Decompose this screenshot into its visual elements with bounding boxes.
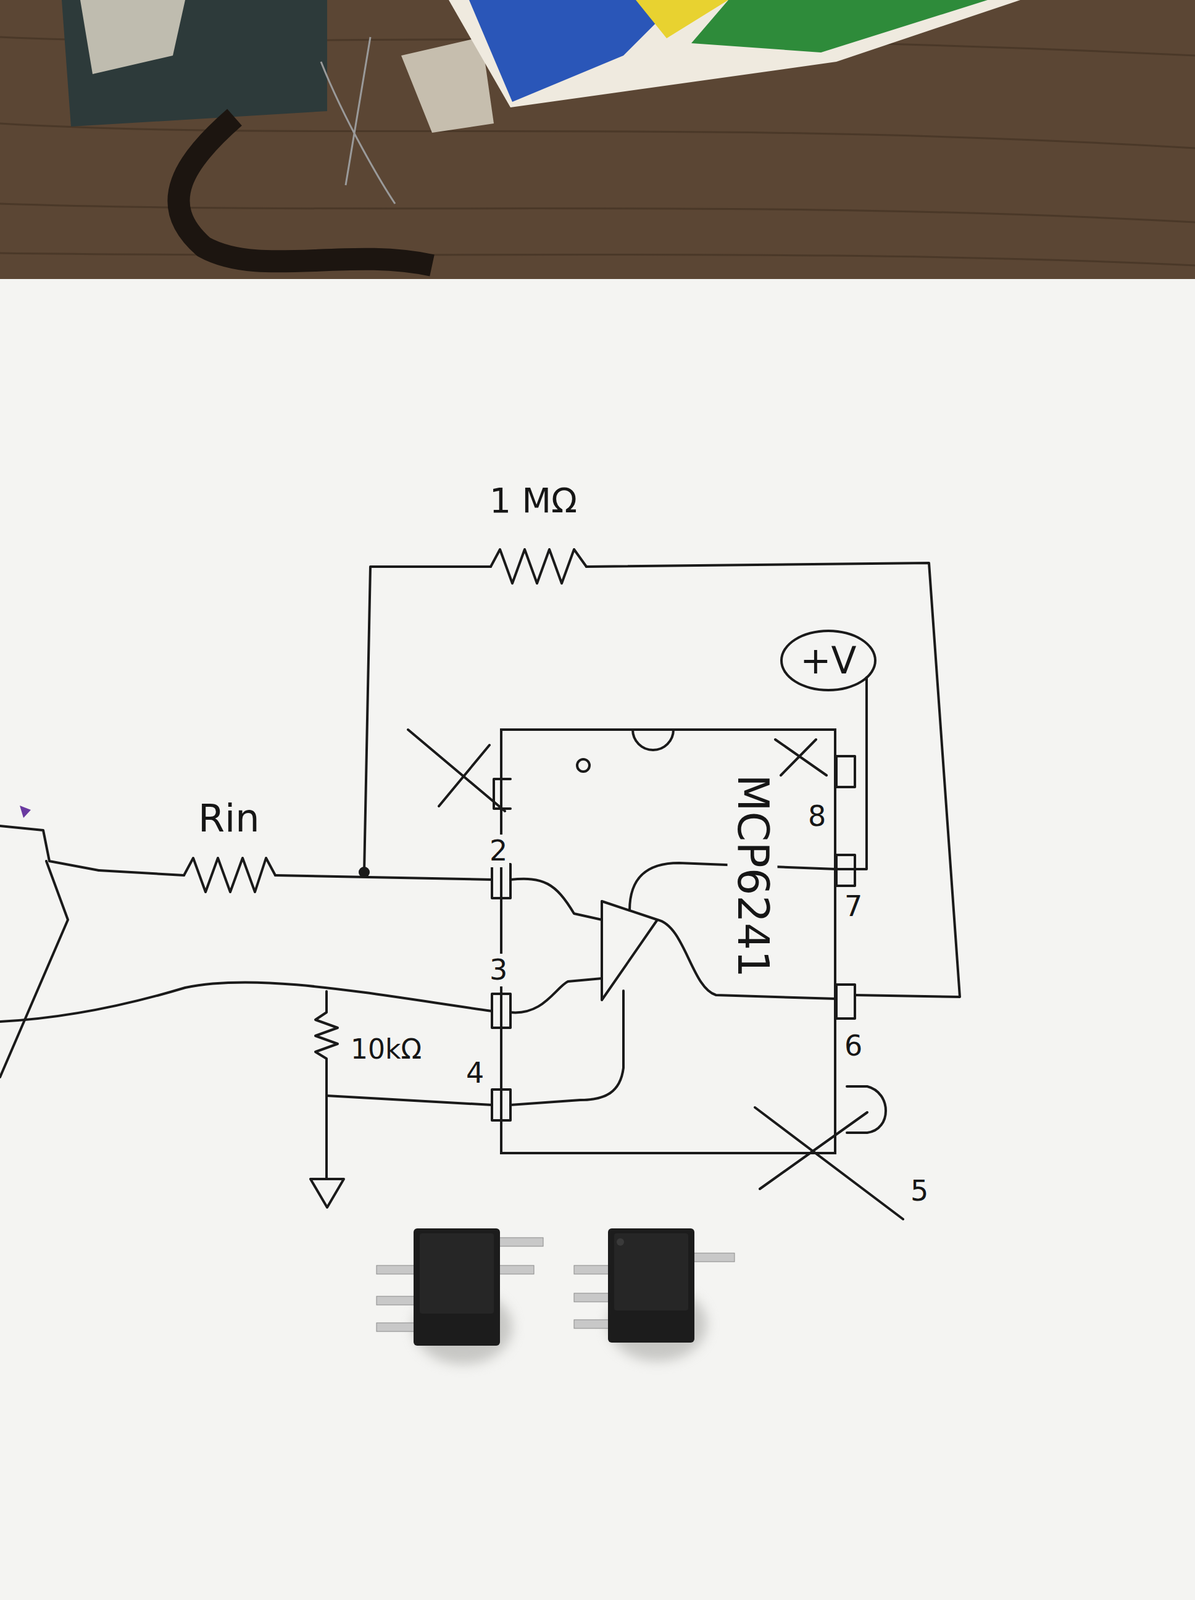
dark-block [61,0,328,127]
crayon-blue [469,0,679,102]
ground-symbol [310,1178,344,1208]
ground-wire [325,1095,328,1179]
supply-circle: +V [780,629,876,692]
junction-dot [358,866,370,878]
drawing-part [376,1322,417,1332]
pin-number: 6 [842,1029,865,1063]
source-outline [0,825,99,871]
internal-wire [510,990,624,1105]
cross-mark [775,739,827,776]
supply-wire [836,677,867,870]
shadow [178,117,433,266]
resistor-symbol [315,991,338,1096]
wire-sculpture [320,37,396,204]
component-label: Rin [196,796,262,841]
feedback-wire [364,566,491,873]
crayon-paper [448,0,1021,108]
drawing-part [691,1253,735,1262]
chip-notch [632,729,674,750]
supply-label: +V [799,640,857,681]
paper-sheet [0,278,1195,1600]
ic-package: MCP6241 [499,728,837,1155]
pin-stub [846,1086,886,1133]
smd-chip-top [419,1233,494,1314]
crayon-green [691,0,988,53]
input-wire [0,982,492,1022]
internal-wire [510,878,602,920]
pin-number: 3 [487,953,510,987]
opamp-symbol [601,901,658,1000]
drawing-part [376,1265,417,1275]
pin-number: 2 [487,834,510,868]
pin-number: 7 [842,890,865,923]
feedback-wire [586,562,960,997]
drawing-part [376,1296,417,1305]
pin-number: 8 [806,799,828,833]
drawing-part [0,123,1195,149]
ground-wire [326,1095,492,1105]
pin-number: 4 [464,1056,486,1090]
wooden-desk [0,0,1195,279]
drawing-part [496,1265,534,1275]
resistor-symbol [183,857,276,892]
drawing-part [0,253,1195,266]
drawing-part [574,1293,612,1302]
resistor-value: 1 MΩ [487,481,579,521]
pin-stub [836,756,855,787]
schematic-wires [0,549,960,1220]
internal-wire [510,978,602,1013]
drawing-part [574,1319,612,1329]
pin-number: 5 [908,1174,931,1208]
drawing-part [496,1237,544,1247]
purple-mark [19,805,31,818]
smd-chip-top [614,1233,689,1311]
pin1-dot [577,759,590,772]
pin-stub [836,984,855,1019]
cross-mark [408,729,505,812]
drawing-part [574,1265,612,1275]
chip-dot [616,1238,625,1246]
source-outline [0,861,68,1078]
smd-chip [607,1228,695,1343]
cross-mark [754,1107,904,1220]
resistor-value: 10kΩ [348,1033,424,1066]
part-number: MCP6241 [727,770,778,982]
input-wire [275,875,492,880]
resistor-symbol [490,549,587,584]
smd-chip [413,1228,500,1346]
input-wire [98,870,184,876]
tape [80,0,186,75]
